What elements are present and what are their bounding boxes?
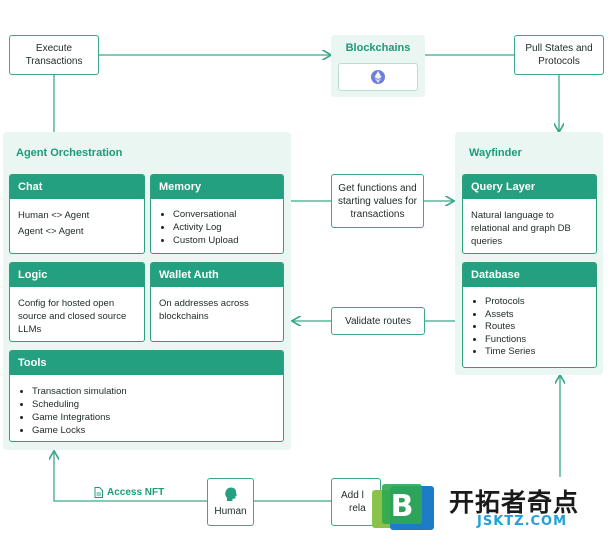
memory-item: Conversational — [173, 208, 275, 221]
wallet-auth-title: Wallet Auth — [151, 263, 283, 287]
database-body: Protocols Assets Routes Functions Time S… — [463, 287, 596, 366]
query-layer-text: Natural language to relational and graph… — [471, 210, 571, 247]
chat-card: Chat Human <> Agent Agent <> Agent — [9, 174, 145, 254]
tools-body: Transaction simulation Scheduling Game I… — [10, 375, 283, 441]
tools-item: Game Integrations — [32, 411, 275, 424]
human-label: Human — [214, 506, 247, 517]
agent-orchestration-title: Agent Orchestration — [16, 147, 123, 159]
add-label-partial: Add l — [341, 490, 364, 501]
ethereum-icon — [371, 70, 385, 84]
tools-title: Tools — [10, 351, 283, 375]
b-logo-icon: B — [372, 484, 434, 530]
access-nft-label: Access NFT — [107, 487, 165, 498]
chat-line: Agent <> Agent — [18, 226, 84, 237]
chat-title: Chat — [10, 175, 144, 199]
rela-label-partial: rela — [349, 503, 366, 514]
watermark-name: 开拓者奇点 — [449, 488, 580, 517]
watermark-logo: B — [370, 484, 438, 534]
watermark-url: JSKTZ.COM — [477, 514, 568, 529]
wallet-auth-card: Wallet Auth On addresses across blockcha… — [150, 262, 284, 342]
database-item: Routes — [485, 321, 588, 334]
tools-item: Scheduling — [32, 398, 275, 411]
get-functions-box: Get functions and starting values for tr… — [331, 174, 424, 228]
tools-item: Transaction simulation — [32, 385, 275, 398]
tools-item: Game Locks — [32, 424, 275, 437]
database-item: Time Series — [485, 346, 588, 359]
human-head-icon — [224, 487, 237, 501]
database-item: Functions — [485, 334, 588, 347]
wayfinder-title: Wayfinder — [469, 147, 522, 159]
logic-text: Config for hosted open source and closed… — [18, 298, 127, 335]
logic-title: Logic — [10, 263, 144, 287]
memory-title: Memory — [151, 175, 283, 199]
validate-routes-label: Validate routes — [345, 315, 411, 327]
execute-transactions-box: Execute Transactions — [9, 35, 99, 75]
memory-body: Conversational Activity Log Custom Uploa… — [151, 199, 283, 253]
memory-item: Custom Upload — [173, 234, 275, 247]
wallet-auth-text: On addresses across blockchains — [159, 298, 249, 322]
pull-states-label: Pull States and Protocols — [525, 43, 593, 67]
access-nft-label-wrap: Access NFT — [94, 487, 164, 498]
database-title: Database — [463, 263, 596, 287]
query-layer-title: Query Layer — [463, 175, 596, 199]
query-layer-card: Query Layer Natural language to relation… — [462, 174, 597, 254]
human-box: Human — [207, 478, 254, 526]
blockchains-title: Blockchains — [345, 42, 411, 54]
execute-transactions-label: Execute Transactions — [25, 43, 83, 67]
get-functions-label: Get functions and starting values for tr… — [338, 182, 417, 220]
database-card: Database Protocols Assets Routes Functio… — [462, 262, 597, 368]
database-item: Assets — [485, 309, 588, 322]
logic-card: Logic Config for hosted open source and … — [9, 262, 145, 342]
human-to-agent-arrow — [54, 452, 207, 502]
validate-routes-box: Validate routes — [331, 307, 425, 335]
chat-body: Human <> Agent Agent <> Agent — [10, 199, 144, 247]
chat-line: Human <> Agent — [18, 210, 90, 221]
b-logo-letter: B — [391, 489, 414, 524]
tools-card: Tools Transaction simulation Scheduling … — [9, 350, 284, 442]
eth-chip — [338, 63, 418, 91]
memory-item: Activity Log — [173, 221, 275, 234]
database-item: Protocols — [485, 296, 588, 309]
blockchains-panel: Blockchains — [331, 35, 425, 97]
memory-card: Memory Conversational Activity Log Custo… — [150, 174, 284, 254]
pull-states-box: Pull States and Protocols — [514, 35, 604, 75]
document-icon — [94, 487, 103, 498]
